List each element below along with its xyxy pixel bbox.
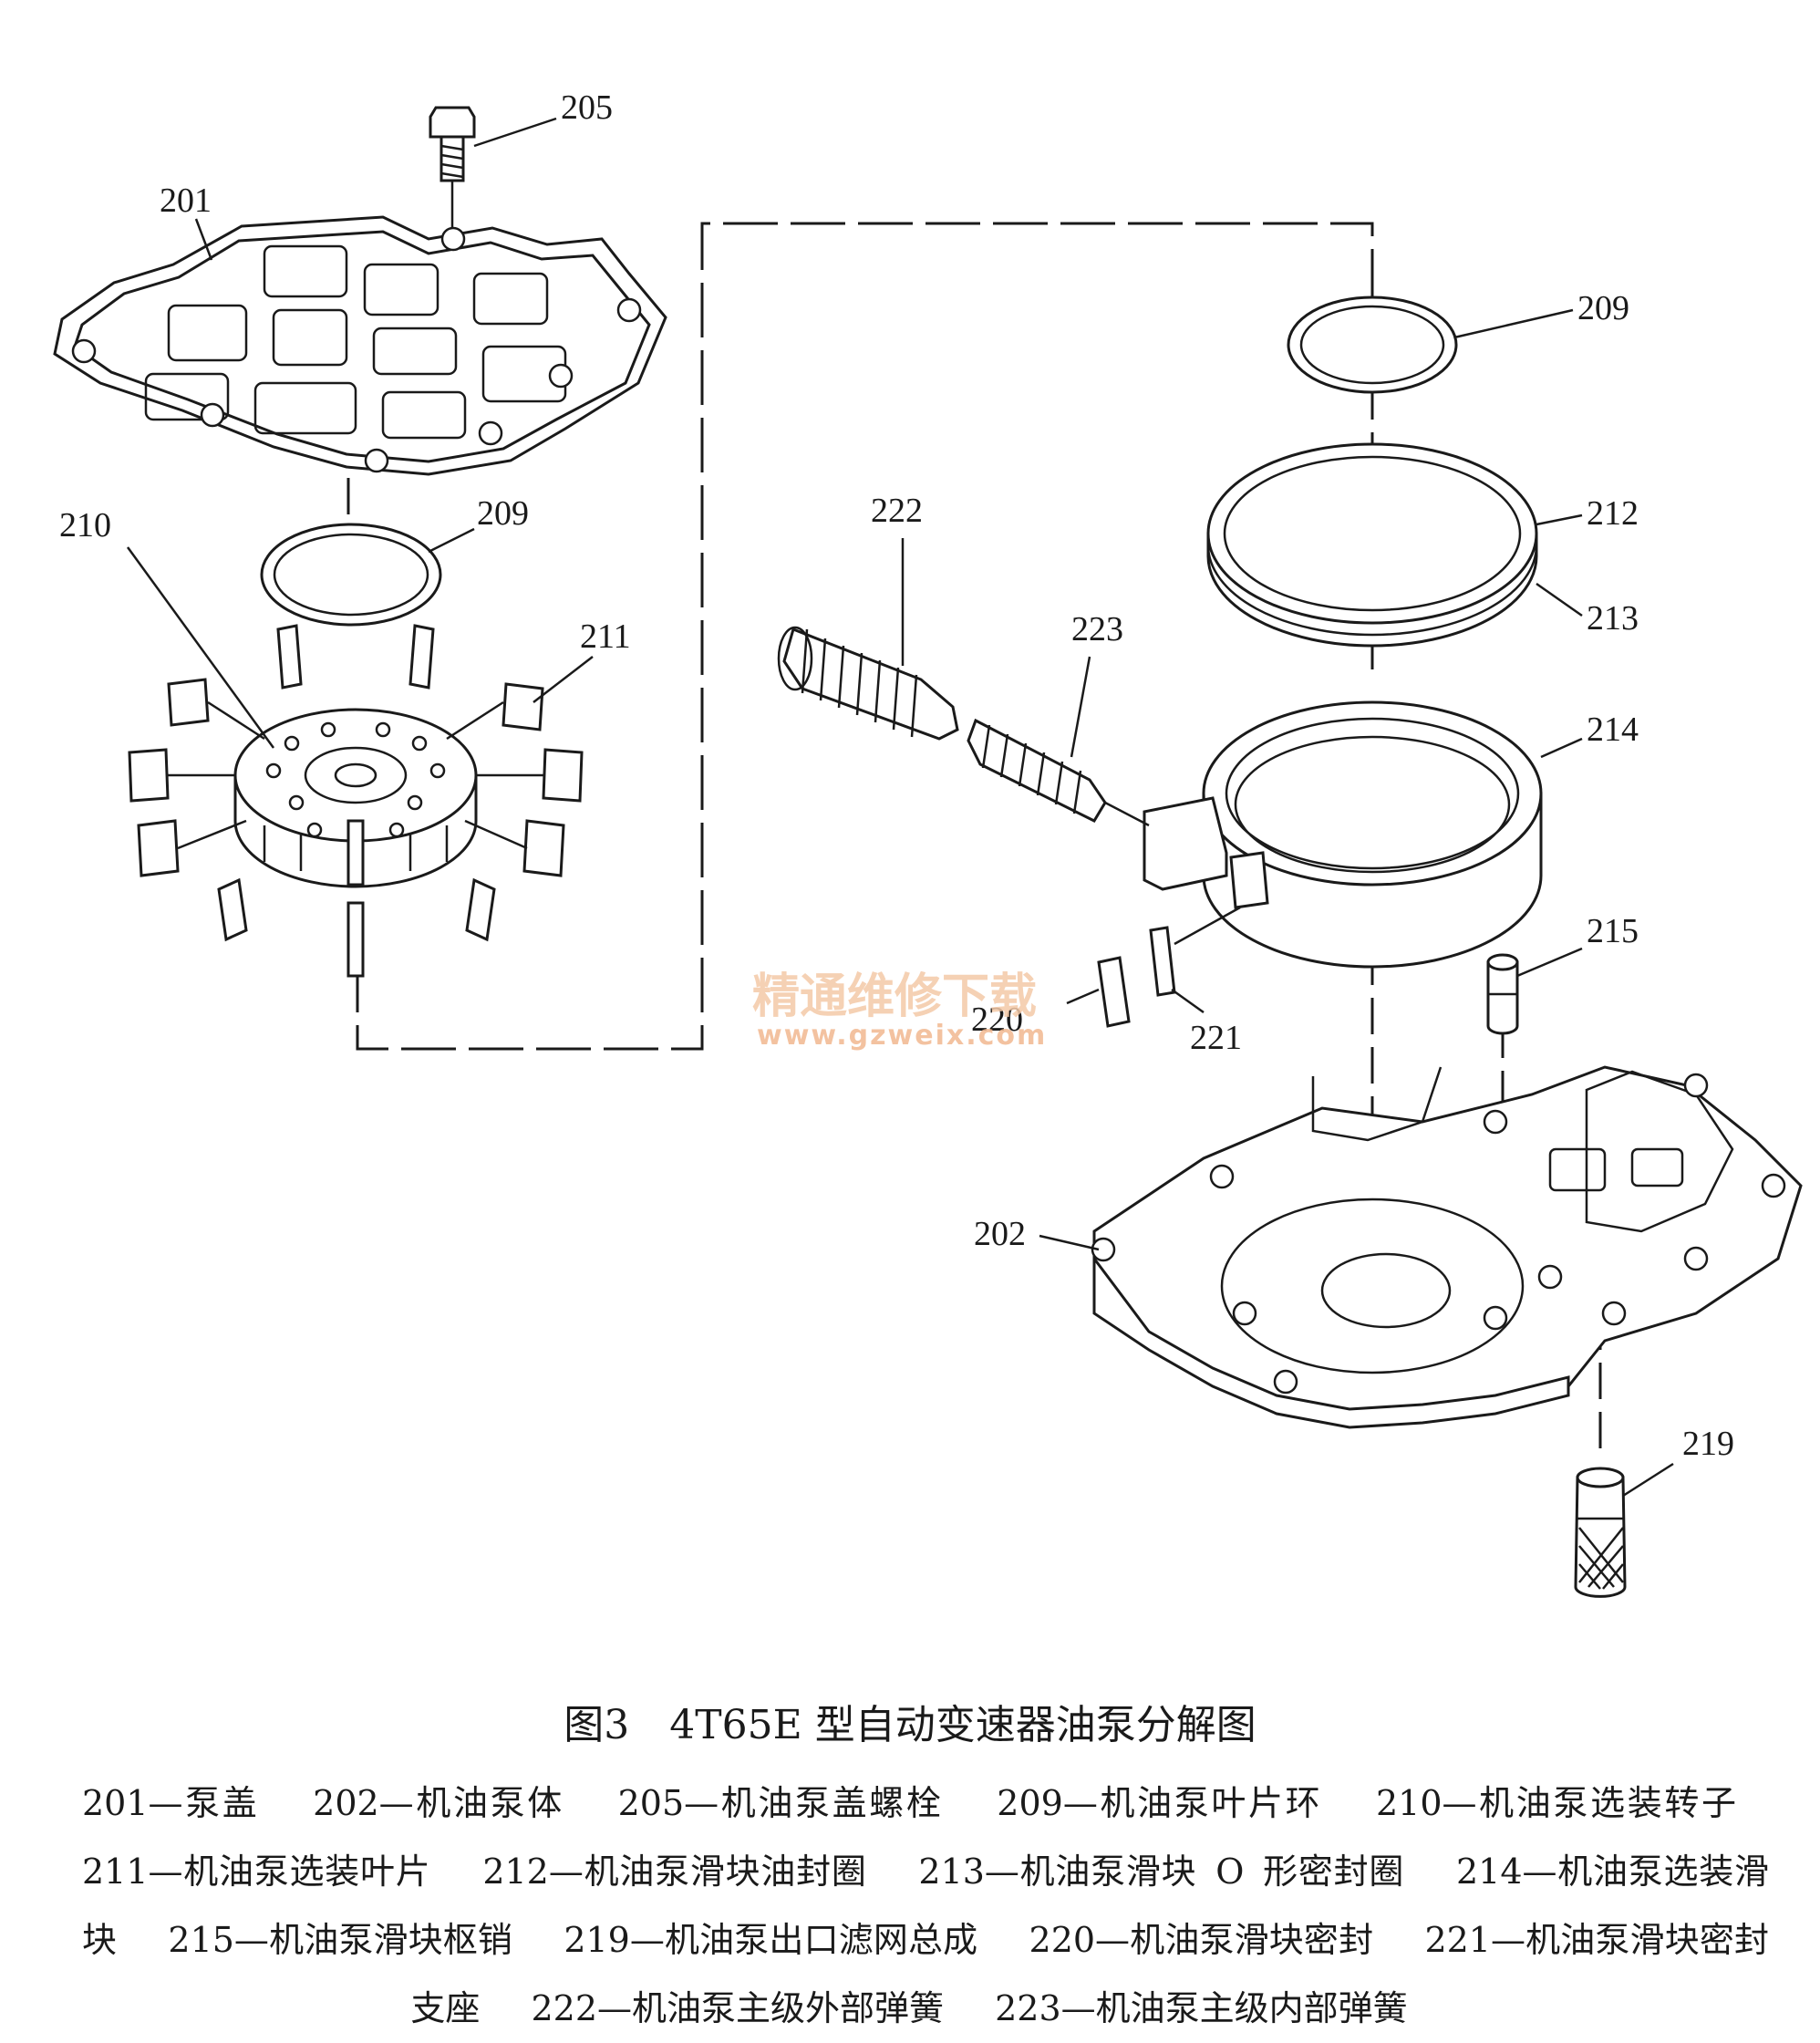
label-223: 223 — [1071, 610, 1123, 648]
legend-item: 201—泵盖 — [82, 1783, 260, 1823]
seal-rings-212-213 — [1206, 442, 1538, 648]
watermark-cn: 精通维修下载 — [752, 970, 1037, 1024]
legend-item: 222—机油泵主级外部弹簧 — [531, 1988, 944, 2028]
pump-body-202 — [1091, 1065, 1803, 1429]
label-222: 222 — [871, 492, 923, 530]
label-202: 202 — [974, 1215, 1026, 1253]
label-219: 219 — [1682, 1425, 1734, 1463]
slide-214 — [1143, 700, 1543, 969]
label-214: 214 — [1587, 710, 1639, 749]
label-205: 205 — [561, 88, 613, 127]
label-201: 201 — [160, 181, 212, 220]
label-209-right: 209 — [1577, 289, 1629, 327]
legend-item: 223—机油泵主级内部弹簧 — [995, 1988, 1408, 2028]
outer-spring-222 — [777, 626, 959, 741]
legend-item: 202—机油泵体 — [313, 1783, 564, 1823]
legend-item: 210—机油泵选装转子 — [1376, 1783, 1736, 1823]
inner-spring-223 — [967, 718, 1150, 827]
exploded-diagram: 205 201 209 210 211 209 212 213 222 223 … — [53, 88, 1803, 1598]
figure-caption: 图3 4T65E 型自动变速器油泵分解图 — [0, 1692, 1820, 1772]
legend-item: 214—机油泵选装滑块 — [82, 1851, 1769, 1960]
legend-item: 213—机油泵滑块 O 形密封圈 — [918, 1851, 1405, 1892]
vane-ring-209-left — [260, 523, 442, 627]
legend-item: 205—机油泵盖螺栓 — [617, 1783, 944, 1823]
rotor-210 — [233, 708, 478, 888]
seal-220-support-221 — [1097, 906, 1241, 1028]
leader-lines — [126, 117, 1674, 1498]
parts-legend: 201—泵盖 202—机油泵体 205—机油泵盖螺栓 209—机油泵叶片环 21… — [82, 1769, 1769, 2043]
legend-item: 215—机油泵滑块枢销 — [168, 1920, 513, 1960]
pump-cover-201 — [53, 215, 667, 476]
label-210: 210 — [59, 506, 111, 544]
label-221: 221 — [1190, 1019, 1242, 1057]
label-213: 213 — [1587, 599, 1639, 638]
legend-item: 220—机油泵滑块密封 — [1029, 1920, 1374, 1960]
watermark-url: www.gzweix.com — [757, 1020, 1047, 1052]
label-220: 220 — [971, 1001, 1023, 1039]
label-209-left: 209 — [477, 494, 529, 533]
assembly-path — [356, 222, 1374, 1051]
pivot-pin-215 — [1486, 953, 1519, 1035]
label-212: 212 — [1587, 494, 1639, 533]
label-211: 211 — [580, 617, 631, 656]
bolt-205 — [429, 106, 476, 182]
part-labels: 205 201 209 210 211 209 212 213 222 223 … — [59, 88, 1734, 1463]
watermark: 精通维修下载 www.gzweix.com — [752, 970, 1047, 1052]
legend-item: 219—机油泵出口滤网总成 — [564, 1920, 978, 1960]
vane-ring-209-right — [1287, 296, 1458, 394]
filter-219 — [1574, 1467, 1627, 1598]
label-215: 215 — [1587, 912, 1639, 950]
legend-item: 211—机油泵选装叶片 — [82, 1851, 431, 1892]
legend-item: 212—机油泵滑块油封圈 — [482, 1851, 867, 1892]
vanes-211 — [128, 624, 584, 978]
legend-item: 209—机油泵叶片环 — [997, 1783, 1323, 1823]
figure-title: 图3 4T65E 型自动变速器油泵分解图 — [564, 1702, 1256, 1748]
